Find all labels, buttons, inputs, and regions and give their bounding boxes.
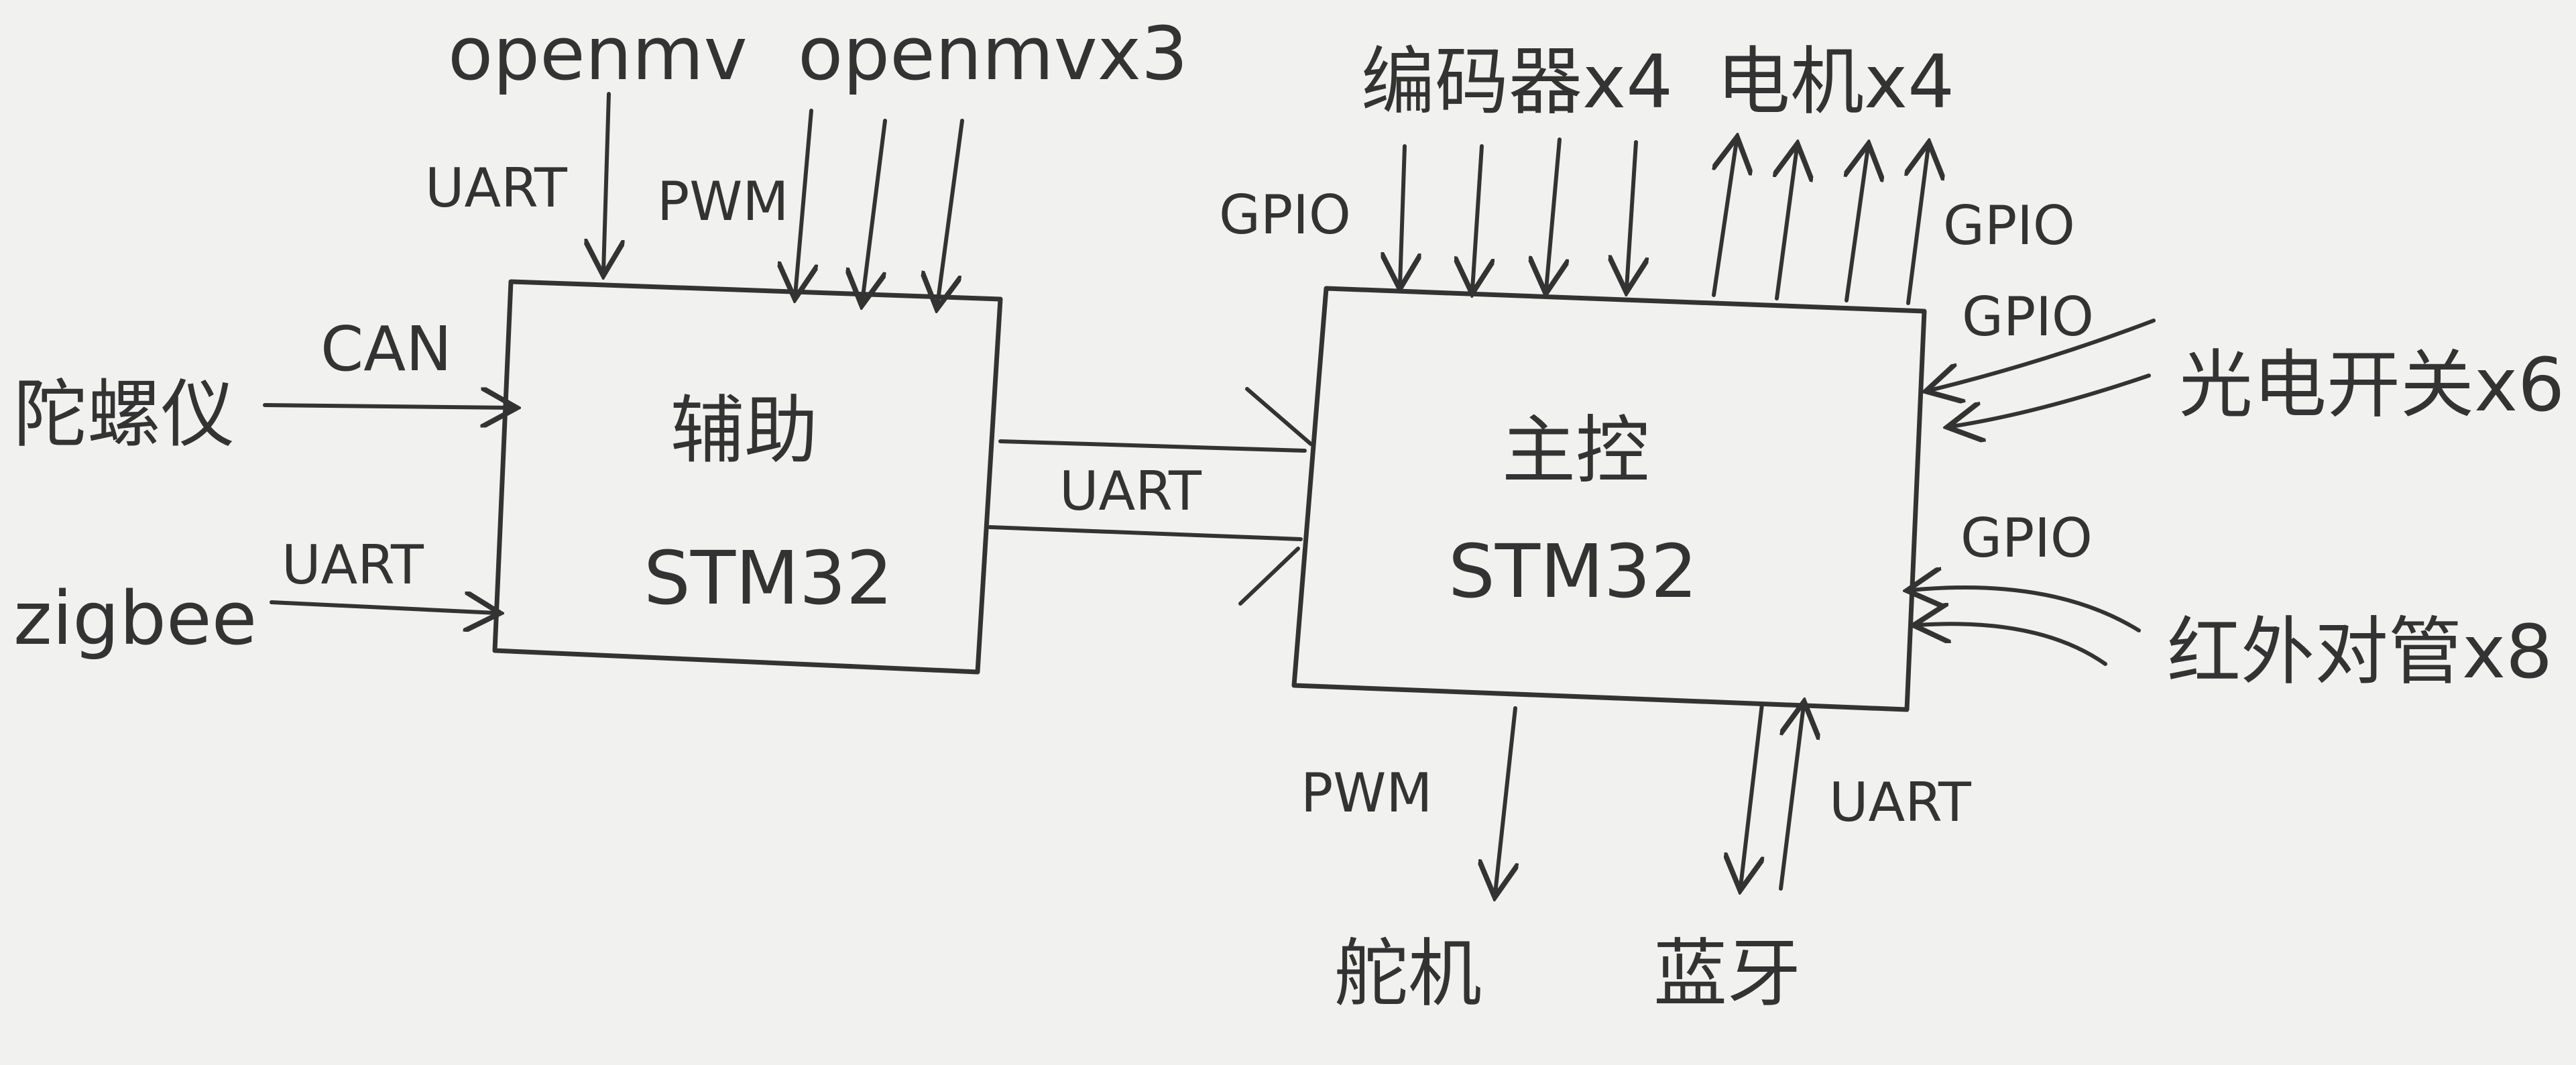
- aux-chip: STM32: [644, 535, 893, 621]
- servo-pwm-arrow: [1495, 706, 1515, 893]
- bluetooth-uart-line-down: [1741, 702, 1762, 887]
- uart-link-label: UART: [1059, 460, 1202, 522]
- zigbee-uart-arrow: [270, 602, 496, 613]
- photo-switch-arrow-2: [1951, 374, 2151, 427]
- pwm-aux-top-label: PWM: [657, 170, 788, 233]
- motor-label: 电机x4: [1716, 39, 1954, 125]
- pwm-servo-label: PWM: [1301, 762, 1432, 824]
- openmvx3-arrow-2: [862, 119, 887, 302]
- encoder-arrow-1: [1400, 144, 1405, 285]
- motor-arrow-1: [1712, 141, 1737, 297]
- main-stm32-box: [1291, 286, 1927, 712]
- gyro-label: 陀螺仪: [13, 372, 235, 457]
- uart-link-line-bottom: [988, 525, 1303, 541]
- aux-title: 辅助: [670, 388, 818, 473]
- encoder-arrow-3: [1546, 137, 1560, 290]
- openmv-arrow: [603, 92, 609, 272]
- main-title: 主控: [1502, 408, 1649, 494]
- gpio-ir-label: GPIO: [1960, 507, 2093, 569]
- bluetooth-uart-line-up: [1779, 706, 1804, 891]
- openmvx3-label: openmvx3: [798, 11, 1188, 97]
- motor-arrow-2: [1777, 148, 1797, 300]
- zigbee-label: zigbee: [13, 575, 257, 661]
- motor-arrow-3: [1847, 148, 1868, 302]
- ir-arrow-1: [1911, 587, 2141, 632]
- encoder-arrow-2: [1472, 144, 1482, 290]
- encoder-arrow-4: [1627, 140, 1636, 288]
- servo-label: 舵机: [1334, 931, 1482, 1017]
- uart-aux-top-label: UART: [425, 157, 568, 219]
- photo-switch-label: 光电开关x6: [2179, 342, 2565, 428]
- uart-link-arrowhead-bottom: [1238, 547, 1300, 606]
- uart-bt-label: UART: [1829, 771, 1972, 834]
- gpio-encoder-label: GPIO: [1219, 184, 1351, 246]
- main-chip: STM32: [1448, 528, 1698, 614]
- uart-link-line-top: [998, 439, 1307, 453]
- encoder-label: 编码器x4: [1361, 39, 1673, 125]
- photo-switch-arrow-1: [1930, 319, 2156, 390]
- openmvx3-arrow-3: [937, 119, 964, 305]
- openmv-label: openmv: [448, 11, 748, 97]
- gpio-motor-label: GPIO: [1943, 194, 2075, 257]
- motor-arrow-4: [1908, 146, 1928, 305]
- ir-label: 红外对管x8: [2167, 609, 2553, 695]
- uart-link-arrowhead-top: [1245, 387, 1313, 446]
- aux-stm32-box: [492, 279, 1003, 675]
- gpio-photo-label: GPIO: [1962, 286, 2094, 348]
- ir-arrow-2: [1918, 624, 2107, 666]
- bluetooth-label: 蓝牙: [1653, 931, 1801, 1017]
- can-label: CAN: [320, 313, 452, 385]
- can-arrow: [263, 405, 513, 408]
- openmvx3-arrow-1: [795, 109, 811, 295]
- uart-zigbee-label: UART: [282, 534, 424, 596]
